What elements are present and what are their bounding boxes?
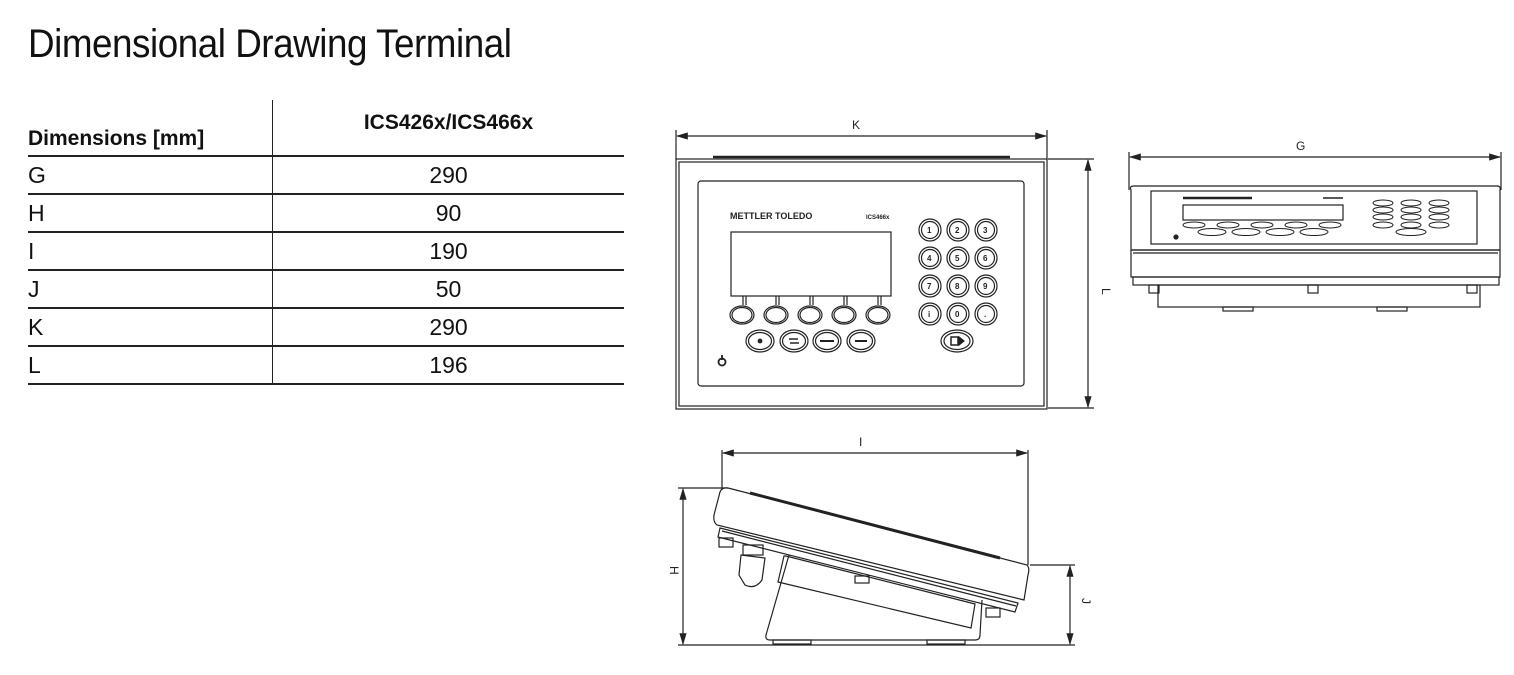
svg-text:1: 1 [927,226,932,235]
power-icon [717,355,727,367]
key-9: 9 [974,274,998,298]
svg-text:4: 4 [927,254,932,263]
svg-text:6: 6 [983,254,988,263]
dimension-label-h: H [667,566,681,575]
rear-view: G [1128,139,1502,312]
page-title: Dimensional Drawing Terminal [28,22,512,66]
key-0: 0 [946,302,970,326]
model-label: ICS466x [866,215,890,221]
svg-text:i: i [928,310,930,319]
side-view: I H J [667,435,1093,646]
svg-text:8: 8 [955,282,960,291]
dimension-label-g: G [1296,139,1305,153]
key-3: 3 [974,218,998,242]
front-view: K L METTLER TOLEDO ICS466x [675,118,1113,410]
tare-icon [812,329,842,353]
key-4: 4 [918,246,942,270]
clear-tare-icon [846,329,876,353]
key-7: 7 [918,274,942,298]
numeric-keypad: 1 2 3 4 5 6 7 8 9 i 0 . [918,218,998,353]
key-6: 6 [974,246,998,270]
switch-icon [779,329,809,353]
dimension-label-k: K [852,118,860,132]
column-header-dimensions: Dimensions [mm] [28,100,273,157]
dimension-label-l: L [1099,288,1113,295]
table-row: I 190 [28,232,624,271]
dimension-letter: L [28,346,273,385]
display-screen [730,231,892,297]
dimension-letter: J [28,270,273,309]
svg-text:9: 9 [983,282,988,291]
key-info: i [918,302,942,326]
svg-text:0: 0 [955,310,960,319]
svg-text:5: 5 [955,254,960,263]
key-decimal: . [974,302,998,326]
dimension-value: 190 [272,232,624,271]
dimension-value: 290 [272,156,624,195]
dimension-letter: G [28,156,273,195]
dimension-letter: K [28,308,273,347]
dimension-letter: H [28,194,273,233]
key-8: 8 [946,274,970,298]
table-row: G 290 [28,156,624,195]
key-1: 1 [918,218,942,242]
svg-text:7: 7 [927,282,932,291]
dimension-letter: I [28,232,273,271]
svg-text:3: 3 [983,226,988,235]
table-header-row: Dimensions [mm] ICS426x/ICS466x [28,100,624,157]
table-row: K 290 [28,308,624,347]
dimension-value: 196 [272,346,624,385]
key-2: 2 [946,218,970,242]
transfer-icon [940,329,974,353]
dimension-value: 290 [272,308,624,347]
table-row: H 90 [28,194,624,233]
svg-text:2: 2 [955,226,960,235]
dimension-value: 90 [272,194,624,233]
svg-text:.: . [984,310,986,319]
brand-logo: METTLER TOLEDO [730,211,812,221]
dimension-label-i: I [859,435,862,449]
key-5: 5 [946,246,970,270]
function-keys [745,329,876,353]
table-row: J 50 [28,270,624,309]
dimension-label-j: J [1079,598,1093,604]
dimensions-table: Dimensions [mm] ICS426x/ICS466x G 290 H … [28,100,624,385]
zero-icon [745,329,775,353]
column-header-model: ICS426x/ICS466x [272,100,624,157]
dimension-value: 50 [272,270,624,309]
table-row: L 196 [28,346,624,385]
softkeys [729,296,891,325]
